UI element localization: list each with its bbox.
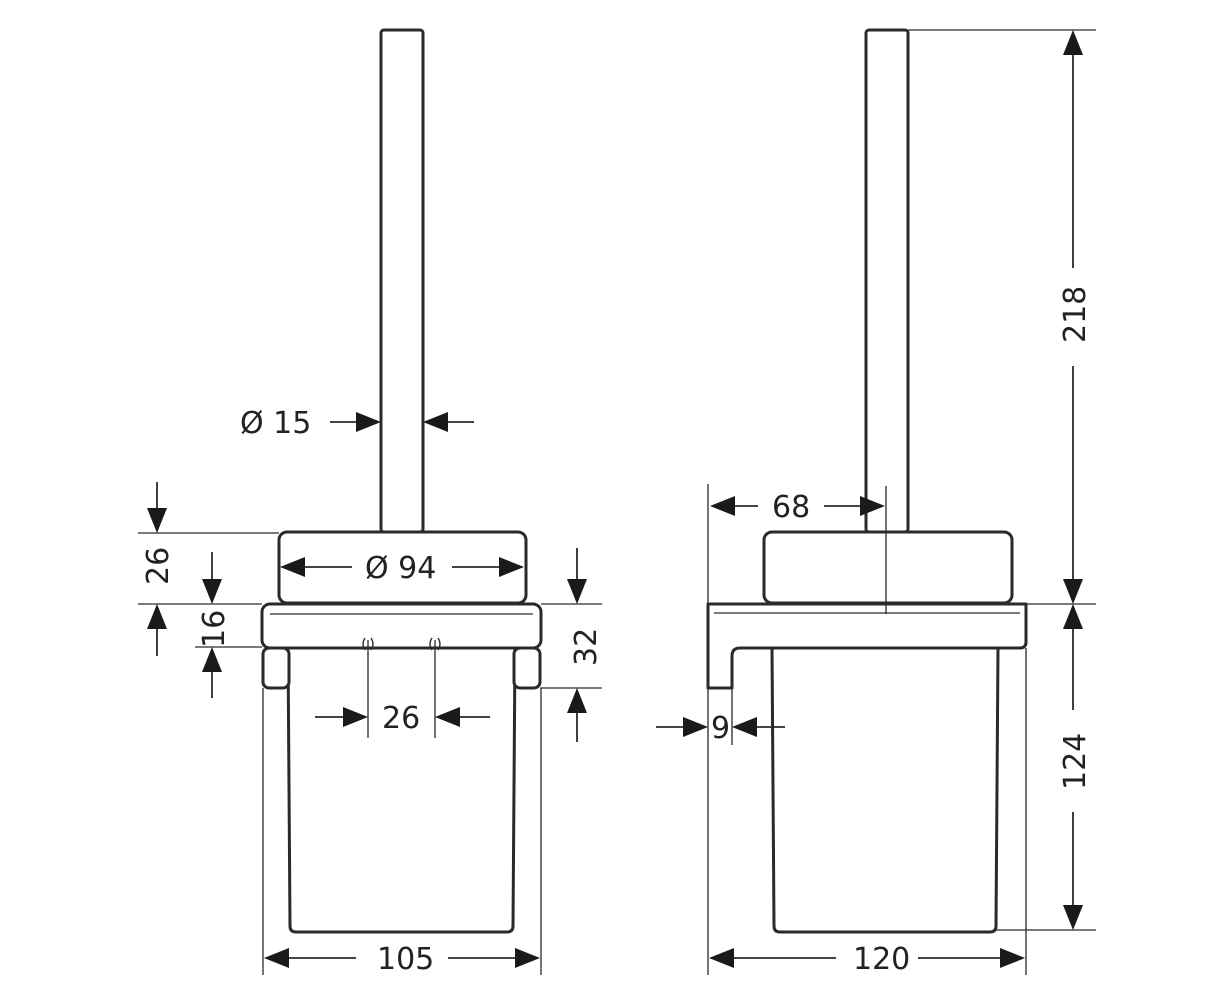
front-view — [260, 28, 543, 934]
dim-lid-diameter: Ø 94 — [280, 551, 524, 586]
dim-glass-offset: 32 — [567, 548, 604, 742]
front-bracket-plate — [260, 602, 543, 650]
front-glass-cup — [286, 646, 517, 934]
dim-bracket-height: 16 — [197, 552, 232, 698]
label-holder-height: 124 — [1058, 733, 1093, 790]
label-handle-height: 218 — [1058, 286, 1093, 343]
label-screw-spacing: 26 — [382, 701, 420, 736]
dim-wall-gap: 9 — [656, 711, 785, 746]
front-handle — [379, 28, 425, 534]
front-screw-hole-left — [362, 637, 374, 651]
front-screw-hole-right — [429, 637, 441, 651]
side-handle — [864, 28, 910, 534]
dim-handle-height: 218 — [1058, 30, 1093, 604]
dim-handle-diameter: Ø 15 — [240, 406, 474, 441]
label-handle-diameter: Ø 15 — [240, 406, 311, 441]
dim-overall-depth: 120 — [709, 942, 1025, 977]
side-bracket — [706, 602, 1028, 690]
side-dimensions: 68 9 120 218 — [656, 29, 1096, 977]
label-wall-gap: 9 — [711, 711, 730, 746]
label-overall-depth: 120 — [853, 942, 910, 977]
side-glass-cup — [770, 646, 1000, 934]
front-dimensions: Ø 15 Ø 94 26 16 — [138, 406, 604, 977]
label-bracket-height: 16 — [197, 610, 232, 648]
dim-holder-height: 124 — [1058, 604, 1093, 930]
side-view — [706, 28, 1028, 934]
front-bracket-tab-right — [512, 646, 542, 690]
label-projection: 68 — [772, 490, 810, 525]
dim-lid-height: 26 — [141, 482, 176, 656]
dim-projection: 68 — [710, 490, 885, 525]
dim-screw-spacing: 26 — [315, 701, 490, 736]
label-glass-offset: 32 — [569, 628, 604, 666]
dim-overall-width: 105 — [264, 942, 540, 977]
label-lid-height: 26 — [141, 547, 176, 585]
front-bracket-tab-left — [261, 646, 291, 690]
side-lid — [762, 530, 1014, 605]
label-lid-diameter: Ø 94 — [365, 551, 436, 586]
label-overall-width: 105 — [377, 942, 434, 977]
